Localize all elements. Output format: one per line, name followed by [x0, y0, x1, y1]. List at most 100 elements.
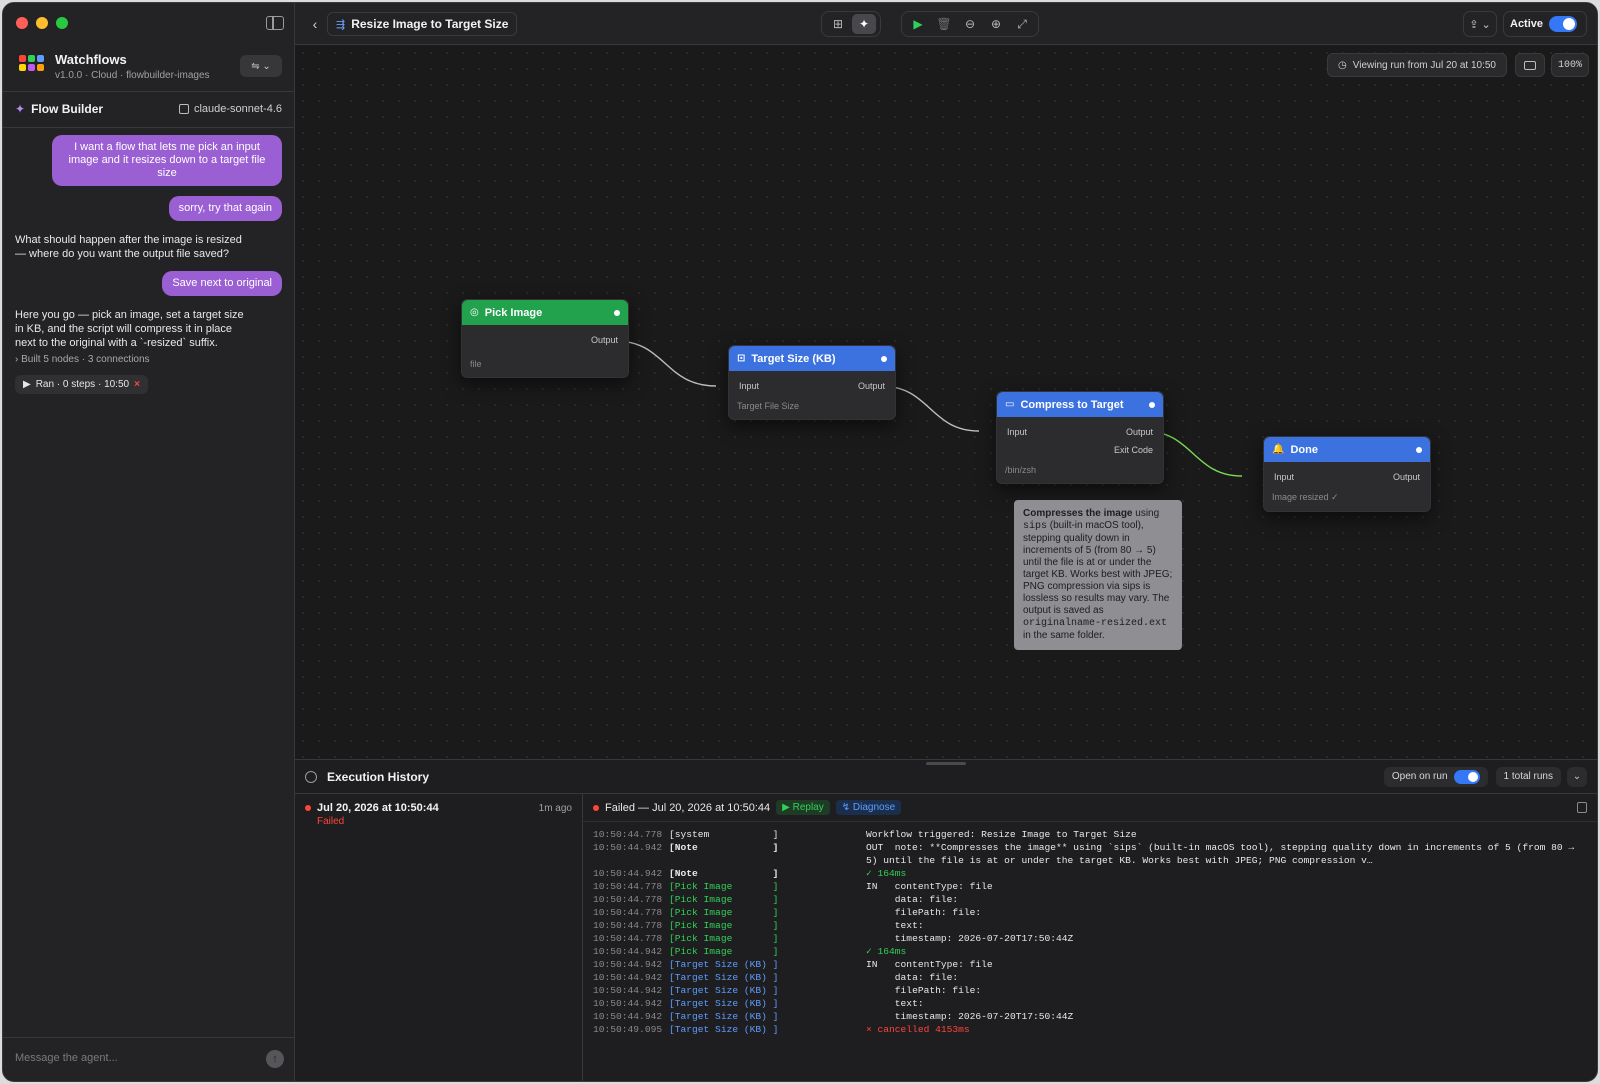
collapse-panel-button[interactable]: ⌄ — [1567, 766, 1587, 787]
open-on-run-control: Open on run — [1383, 766, 1488, 787]
sidebar-toggle-icon[interactable] — [266, 16, 284, 30]
log-line: 10:50:44.942[Target Size (KB) ] timestam… — [593, 1010, 1587, 1023]
log-line: 10:50:49.095[Target Size (KB) ]× cancell… — [593, 1023, 1587, 1036]
zoom-window-button[interactable] — [56, 17, 68, 29]
active-toggle[interactable] — [1549, 16, 1578, 32]
fit-view-button[interactable]: ⤢ — [1010, 14, 1034, 34]
node-title: Pick Image — [484, 306, 543, 319]
input-port-label: Input — [1007, 427, 1028, 437]
execution-history-panel: Execution History Open on run 1 total ru… — [295, 759, 1597, 1081]
app-menu-button[interactable]: ⇋ ⌄ — [240, 55, 282, 77]
workflow-title-pill[interactable]: ⇶ Resize Image to Target Size — [327, 12, 518, 36]
tooltip-text: in the same folder. — [1023, 630, 1105, 641]
log-line: 10:50:44.778[system ]Workflow triggered:… — [593, 828, 1587, 841]
log-message: × cancelled 4153ms — [866, 1024, 970, 1035]
failed-x-icon: × — [134, 379, 140, 390]
chevron-down-icon: ⌄ — [1572, 771, 1582, 782]
flow-builder-header: ✦ Flow Builder claude-sonnet-4.6 — [15, 95, 282, 123]
log-source: [Target Size (KB) ] — [669, 985, 779, 996]
target-icon: ◎ — [470, 307, 479, 318]
play-icon: ▶ — [913, 17, 923, 31]
open-on-run-toggle[interactable] — [1453, 769, 1480, 784]
grid-view-button[interactable]: ⊞ — [826, 14, 850, 34]
node-target-size[interactable]: ⊡ Target Size (KB) Input Output Target F… — [728, 345, 896, 420]
built-summary-text: Built 5 nodes · 3 connections — [21, 354, 150, 365]
sparkle-icon: ✦ — [858, 17, 870, 31]
log-timestamp: 10:50:44.778 — [593, 894, 663, 905]
log-source: [Pick Image ] — [669, 920, 779, 931]
minimize-window-button[interactable] — [36, 17, 48, 29]
model-selector[interactable]: claude-sonnet-4.6 — [178, 103, 282, 115]
log-message: IN contentType: file — [866, 959, 993, 970]
log-timestamp: 10:50:44.942 — [593, 959, 663, 970]
log-line: 10:50:44.942[Note ]OUT note: **Compresse… — [593, 841, 1587, 867]
output-port-label: Output — [590, 335, 618, 345]
resize-handle[interactable] — [926, 762, 966, 765]
log-message: Workflow triggered: Resize Image to Targ… — [866, 829, 1137, 840]
run-chip[interactable]: ▶ Ran · 0 steps · 10:50 × — [15, 375, 148, 394]
run-list-item[interactable]: Jul 20, 2026 at 10:50:44 Failed 1m ago — [295, 794, 582, 830]
copy-icon[interactable] — [1577, 802, 1587, 813]
send-button[interactable]: ↑ — [266, 1050, 284, 1068]
status-dot — [1149, 401, 1155, 408]
zoom-level[interactable]: 100% — [1551, 53, 1589, 77]
port-row: Input Output — [729, 377, 895, 395]
agent-message: What should happen after the image is re… — [15, 234, 242, 260]
sliders-icon: ⇋ ⌄ — [251, 60, 271, 72]
divider — [3, 127, 294, 128]
input-port-label: Input — [739, 381, 760, 391]
node-title: Target Size (KB) — [751, 352, 836, 365]
tooltip-bold: Compresses the image — [1023, 508, 1133, 519]
workflow-title: Resize Image to Target Size — [351, 17, 509, 31]
log-line: 10:50:44.942[Note ]✓ 164ms — [593, 867, 1587, 880]
cpu-icon — [178, 104, 189, 114]
status-dot — [614, 309, 620, 316]
user-message: sorry, try that again — [168, 196, 282, 221]
replay-label: Replay — [792, 802, 824, 813]
inspector-toggle-button[interactable] — [1515, 53, 1545, 77]
node-footer: /bin/zsh — [1005, 465, 1037, 475]
run-button[interactable]: ▶ — [906, 14, 930, 34]
port-row: Input Output — [997, 423, 1163, 441]
replay-button[interactable]: ▶ Replay — [776, 800, 830, 815]
log-message: filePath: file: — [866, 985, 982, 996]
delete-button[interactable]: 🗑 — [932, 14, 956, 34]
port-row: Output — [462, 331, 628, 349]
node-header: ◎ Pick Image — [462, 300, 628, 325]
node-title: Compress to Target — [1020, 398, 1124, 411]
node-done[interactable]: 🔔 Done Input Output Image resized ✓ — [1263, 436, 1431, 512]
viewing-run-text: Viewing run from Jul 20 at 10:50 — [1352, 59, 1496, 71]
window-controls — [16, 17, 68, 29]
close-window-button[interactable] — [16, 17, 28, 29]
log-message: ✓ 164ms — [866, 946, 907, 957]
log-timestamp: 10:50:44.942 — [593, 946, 663, 957]
log-source: [Note ] — [669, 842, 779, 853]
zoom-in-button[interactable]: ⊕ — [984, 14, 1008, 34]
log-source: [Pick Image ] — [669, 894, 779, 905]
diagnose-label: Diagnose — [852, 802, 896, 813]
sparkle-icon: ✦ — [15, 102, 26, 116]
user-message: Save next to original — [162, 271, 282, 296]
viewing-run-pill[interactable]: ◷ Viewing run from Jul 20 at 10:50 — [1327, 53, 1507, 77]
diagnose-button[interactable]: ↯ Diagnose — [835, 800, 902, 815]
flow-canvas[interactable]: ◷ Viewing run from Jul 20 at 10:50 100% … — [295, 45, 1597, 759]
port-row: Exit Code — [997, 441, 1163, 459]
zoom-out-button[interactable]: ⊖ — [958, 14, 982, 34]
log-line: 10:50:44.942[Target Size (KB) ] data: fi… — [593, 971, 1587, 984]
node-pick-image[interactable]: ◎ Pick Image Output file — [461, 299, 629, 378]
log-title: Failed — Jul 20, 2026 at 10:50:44 — [605, 801, 771, 814]
built-summary[interactable]: › Built 5 nodes · 3 connections — [15, 354, 282, 365]
log-timestamp: 10:50:44.778 — [593, 881, 663, 892]
ai-mode-button[interactable]: ✦ — [852, 14, 876, 34]
back-button[interactable]: ‹ — [303, 12, 327, 36]
log-line: 10:50:44.778[Pick Image ] filePath: file… — [593, 906, 1587, 919]
message-input[interactable] — [15, 1052, 255, 1064]
log-message: timestamp: 2026-07-20T17:50:44Z — [866, 1011, 1074, 1022]
model-name: claude-sonnet-4.6 — [193, 103, 282, 115]
share-button[interactable]: ⇪ ⌄ — [1463, 11, 1497, 37]
log-timestamp: 10:50:44.778 — [593, 933, 663, 944]
panel-icon — [1524, 60, 1536, 70]
tooltip-text: using — [1132, 508, 1160, 519]
log-message: text: — [866, 998, 924, 1009]
node-compress-to-target[interactable]: ▭ Compress to Target Input Output Exit C… — [996, 391, 1164, 484]
